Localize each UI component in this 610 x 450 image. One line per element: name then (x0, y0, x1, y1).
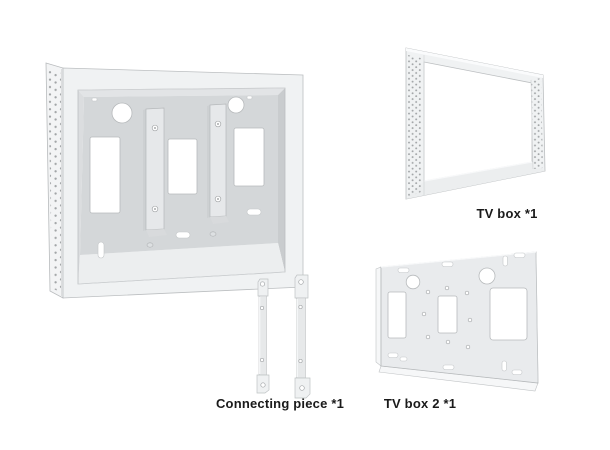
frame-bottom-shelf (406, 162, 545, 199)
label-tv-box-2: TV box 2 *1 (383, 396, 457, 411)
plate-cutout-center (437, 295, 458, 334)
plate-cable-hole-right (478, 267, 496, 285)
plate-cutout-left (387, 291, 407, 339)
connecting-pieces (256, 274, 311, 399)
connecting-piece-left (256, 278, 270, 394)
label-connecting-piece: Connecting piece *1 (215, 396, 345, 411)
cutout-right (233, 127, 265, 187)
frame-right-perforations (531, 78, 543, 169)
plate-cutout-right (489, 287, 528, 341)
plate-cable-hole-left (405, 274, 421, 290)
frame-left-perforations (408, 55, 421, 197)
cutout-center (167, 138, 198, 195)
plate-left-flange (375, 266, 382, 367)
cutout-left (89, 136, 121, 214)
assembled-tv-box (45, 62, 304, 299)
connecting-piece-right (294, 274, 311, 399)
cable-hole-right (227, 96, 245, 114)
cable-hole-left (111, 102, 133, 124)
mounting-rail-left (143, 107, 167, 237)
label-tv-box: TV box *1 (476, 206, 538, 221)
tv-box-frame (405, 47, 546, 200)
mounting-rail-right (207, 103, 229, 224)
side-panel-perforations (48, 70, 61, 293)
tv-box-2-plate (375, 251, 539, 392)
